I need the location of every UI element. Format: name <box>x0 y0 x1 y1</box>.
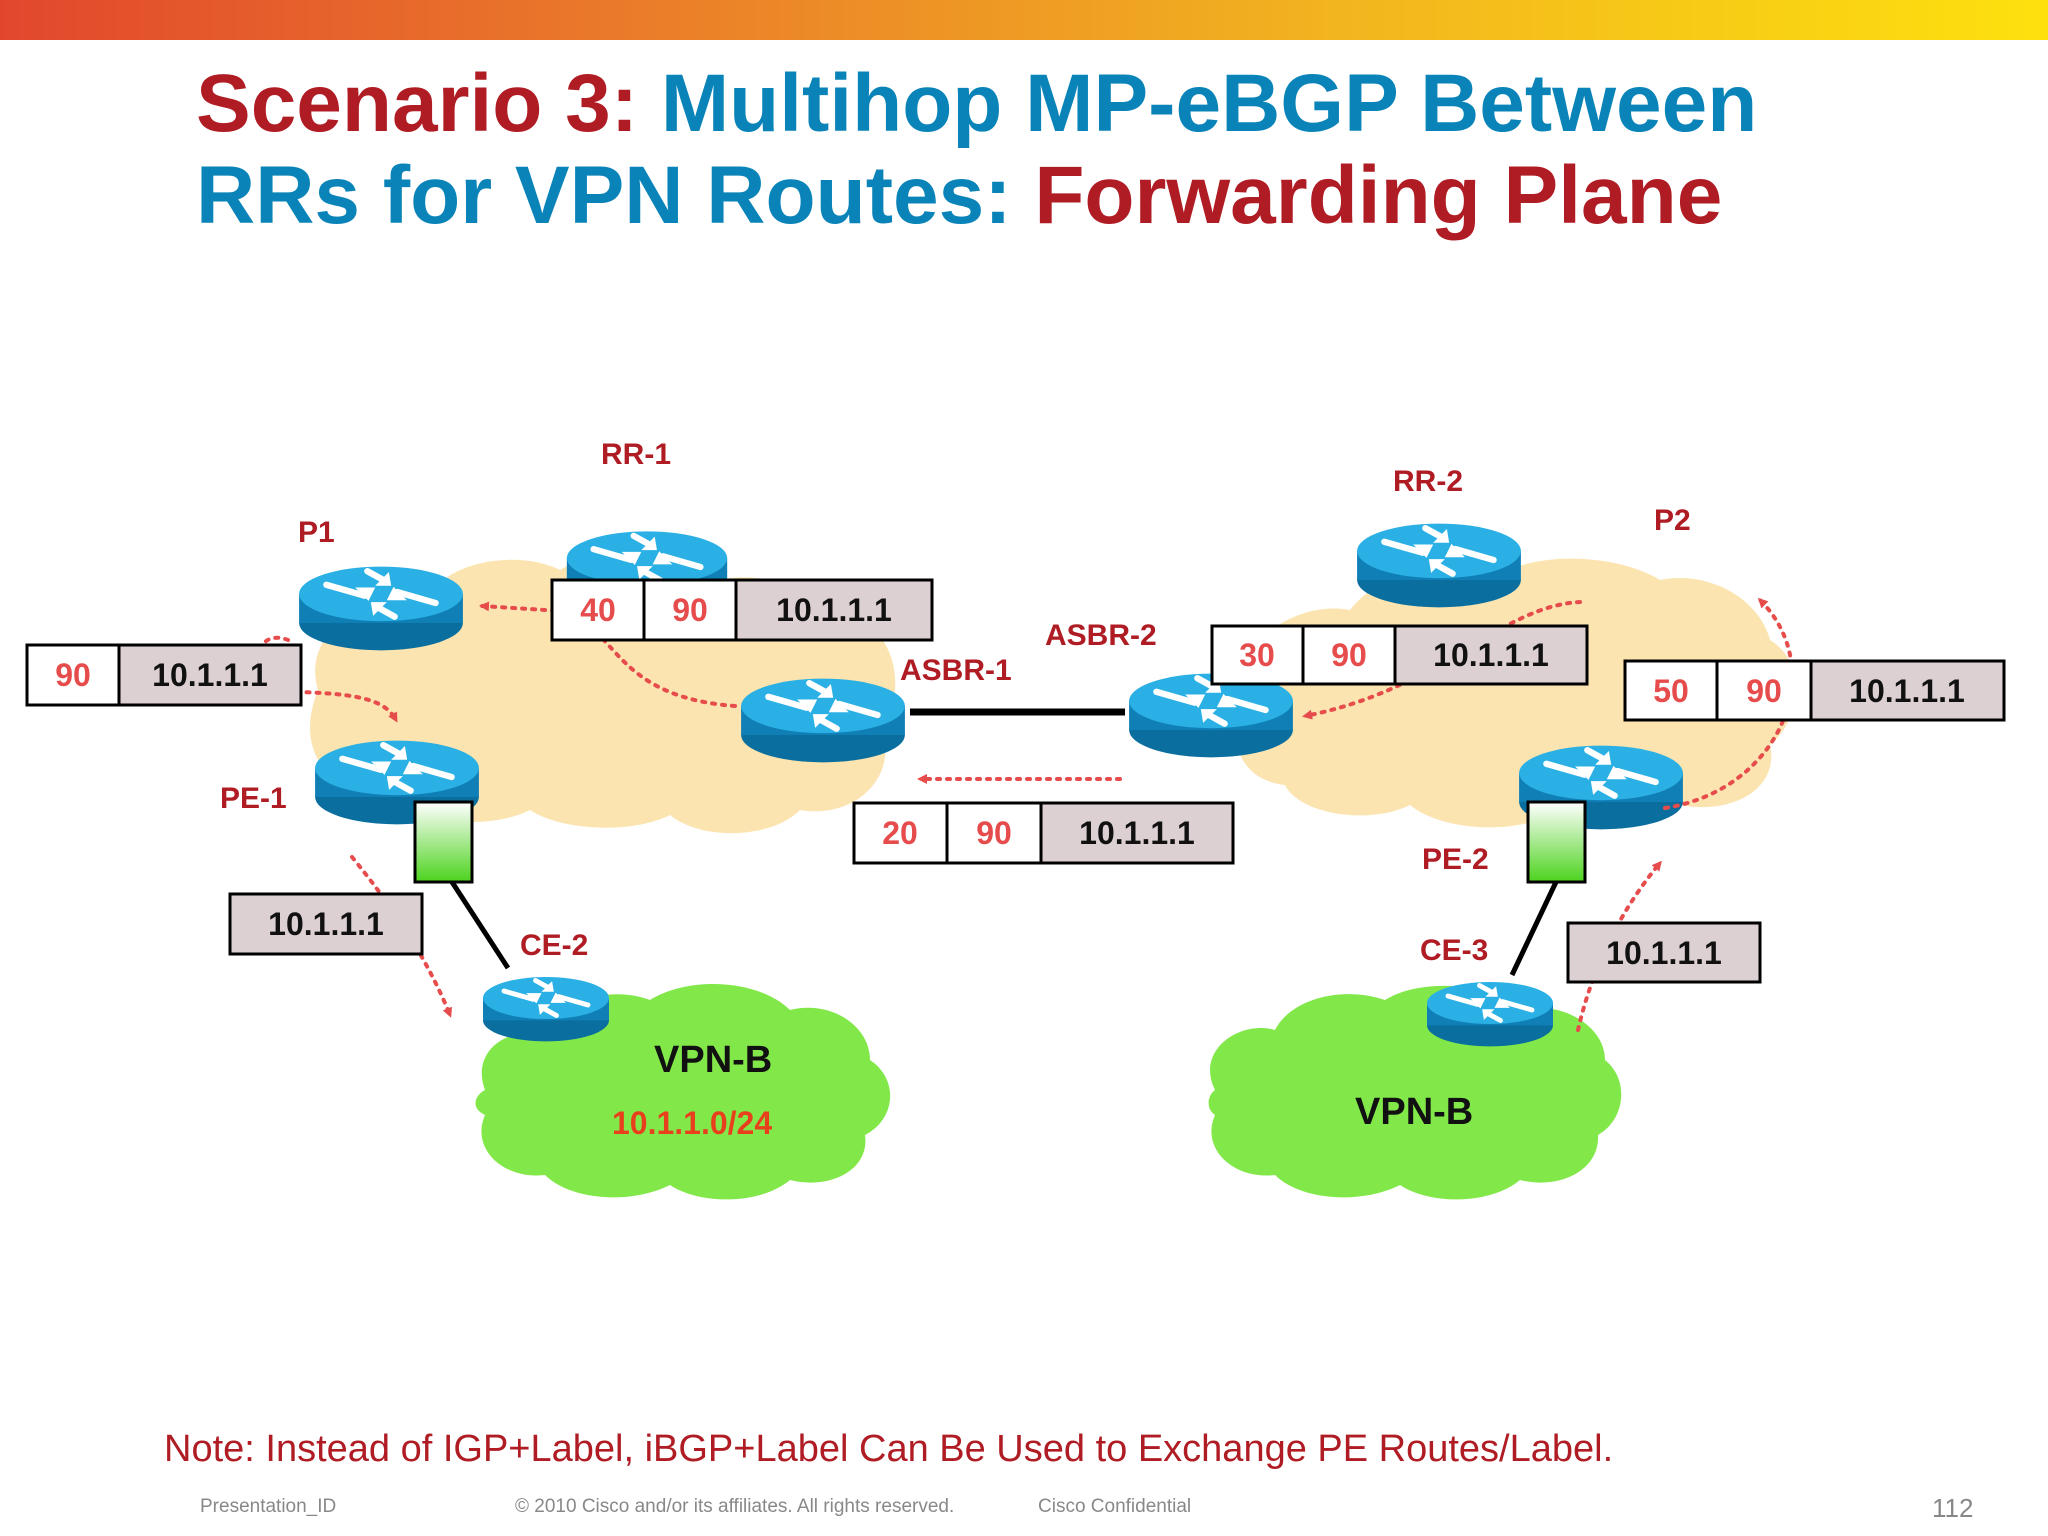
label-asbr1: ASBR-1 <box>900 654 1012 687</box>
pe1-ce2-link <box>449 880 511 970</box>
path-pe2-to-p2 <box>1663 597 1795 810</box>
stack-label-inner: 90 <box>976 815 1012 851</box>
label-cell <box>25 643 121 707</box>
slide-title: Scenario 3: Multihop MP-eBGP Between RRs… <box>196 58 1996 242</box>
prefix-cell <box>1039 801 1235 865</box>
stack-prefix: 10.1.1.1 <box>152 657 268 693</box>
label-ce3: CE-3 <box>1420 934 1488 967</box>
label-cell <box>1623 659 1719 722</box>
label-rr1: RR-1 <box>601 438 671 471</box>
title-scenario: Scenario 3: <box>196 58 661 149</box>
label-stack-asbr1: 40 90 10.1.1.1 <box>550 578 934 642</box>
label-stack-p1: 90 10.1.1.1 <box>25 643 303 707</box>
pe2-vrf-interface <box>1526 800 1587 884</box>
router-rr2-icon <box>1357 524 1521 608</box>
footer-confidential: Cisco Confidential <box>1038 1496 1192 1517</box>
router-asbr1-icon <box>741 679 905 763</box>
top-accent-bar <box>0 0 2048 40</box>
prefix-cell <box>1393 624 1589 686</box>
stack-label-outer: 40 <box>580 592 616 628</box>
stack-prefix: 10.1.1.1 <box>268 906 384 942</box>
prefix-cell <box>1566 921 1762 984</box>
label-stack-pe2: 50 90 10.1.1.1 <box>1623 659 2006 722</box>
stack-label-inner: 90 <box>1746 673 1782 709</box>
title-line2-blue: RRs for VPN Routes: <box>196 150 1035 241</box>
stack-label-outer: 50 <box>1653 673 1689 709</box>
footer-presentation-id: Presentation_ID <box>200 1496 337 1517</box>
label-cell <box>1715 659 1813 722</box>
label-vpn-right: VPN-B <box>1355 1091 1473 1133</box>
title-line1: Multihop MP-eBGP Between <box>660 58 1758 149</box>
stack-prefix: 10.1.1.1 <box>1433 637 1549 673</box>
label-stack-p2: 30 90 10.1.1.1 <box>1210 624 1589 686</box>
router-p1-icon <box>299 567 463 651</box>
label-p1: P1 <box>298 516 335 549</box>
stack-label-inner: 90 <box>55 657 91 693</box>
pe1-vrf-interface <box>413 800 474 884</box>
label-p2: P2 <box>1654 504 1691 537</box>
stack-prefix: 10.1.1.1 <box>1606 935 1722 971</box>
label-vpn-left-prefix: 10.1.1.0/24 <box>612 1105 772 1141</box>
stack-label-outer: 20 <box>882 815 918 851</box>
router-asbr2-icon <box>1129 674 1293 758</box>
stack-label-inner: 90 <box>1331 637 1367 673</box>
label-cell <box>945 801 1043 865</box>
prefix-cell <box>1809 659 2006 722</box>
pe2-ce3-link <box>1509 880 1559 977</box>
label-pe1: PE-1 <box>220 782 287 815</box>
prefix-cell <box>117 643 303 707</box>
stack-label-outer: 30 <box>1239 637 1275 673</box>
prefix-cell <box>734 578 934 642</box>
router-ce3-icon <box>1427 982 1553 1046</box>
label-pe2: PE-2 <box>1422 843 1489 876</box>
stack-prefix: 10.1.1.1 <box>1849 673 1965 709</box>
label-stack-asbr2: 20 90 10.1.1.1 <box>852 801 1235 865</box>
stack-prefix: 10.1.1.1 <box>1079 815 1195 851</box>
path-p2-to-asbr2 <box>1302 600 1582 720</box>
label-rr2: RR-2 <box>1393 465 1463 498</box>
label-vpn-left: VPN-B <box>654 1039 772 1081</box>
label-ce2: CE-2 <box>520 929 588 962</box>
title-line2-red: Forwarding Plane <box>1034 150 1723 241</box>
label-cell <box>1301 624 1397 686</box>
router-ce2-icon <box>483 977 609 1041</box>
stack-prefix: 10.1.1.1 <box>776 592 892 628</box>
label-asbr2: ASBR-2 <box>1045 619 1157 652</box>
footer-copyright: © 2010 Cisco and/or its affiliates. All … <box>515 1496 955 1517</box>
label-stack-pe1: 10.1.1.1 <box>228 892 424 956</box>
prefix-cell <box>228 892 424 956</box>
stack-label-inner: 90 <box>672 592 708 628</box>
page-number: 112 <box>1932 1493 1974 1523</box>
slide-note: Note: Instead of IGP+Label, iBGP+Label C… <box>164 1428 1614 1470</box>
label-stack-ce3: 10.1.1.1 <box>1566 921 1762 984</box>
label-cell <box>1210 624 1305 686</box>
